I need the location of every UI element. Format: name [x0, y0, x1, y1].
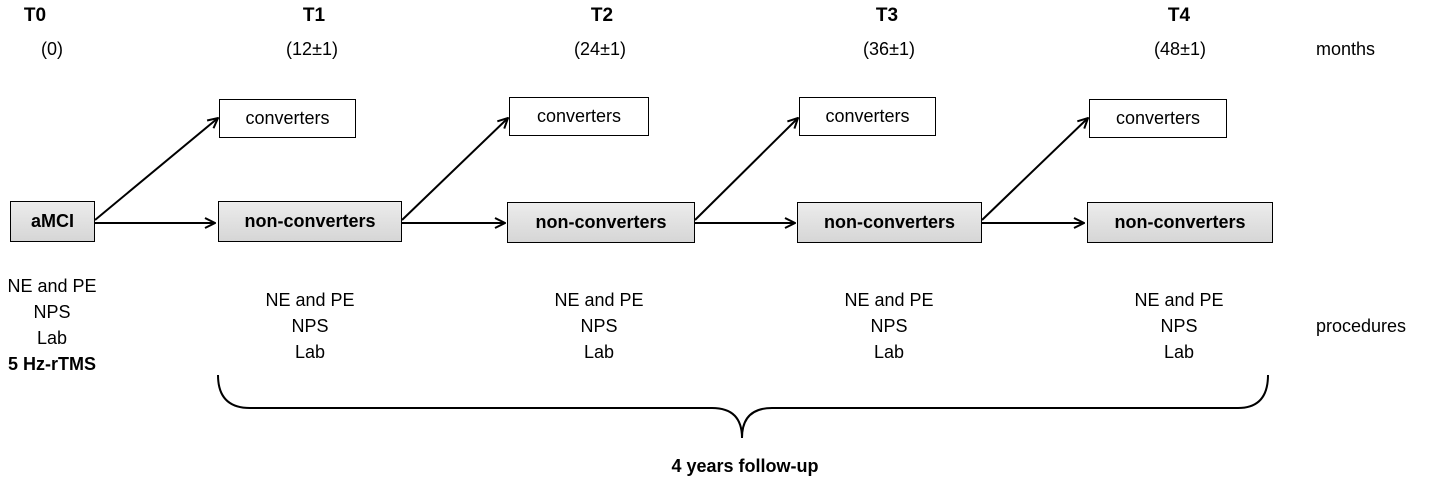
- procedure-item: NPS: [870, 316, 908, 336]
- procedure-item: NE and PE: [1134, 290, 1224, 310]
- followup-label: 4 years follow-up: [671, 456, 819, 476]
- procedure-item: NE and PE: [265, 290, 355, 310]
- followup-brace: [217, 374, 1269, 439]
- procedure-item: NE and PE: [554, 290, 644, 310]
- procedures-T4: NE and PE NPS Lab: [1134, 287, 1223, 365]
- procedure-item: NPS: [580, 316, 618, 336]
- non-converters-box-T3: non-converters: [797, 202, 982, 243]
- procedure-item: Lab: [1163, 342, 1195, 362]
- non-converters-box-T2: non-converters: [507, 202, 695, 243]
- arrow-T2-to-conv-T3: [694, 118, 798, 221]
- months-T1: (12±1): [286, 39, 338, 59]
- converters-box-T4: converters: [1089, 99, 1227, 138]
- row-label-procedures: procedures: [1316, 316, 1407, 336]
- procedure-item: Lab: [294, 342, 326, 362]
- procedure-item: Lab: [36, 328, 68, 348]
- timepoint-T3: T3: [875, 5, 899, 26]
- procedures-T0: NE and PE NPS Lab 5 Hz-rTMS: [7, 273, 96, 377]
- procedure-item: NPS: [291, 316, 329, 336]
- timepoint-T0: T0: [23, 5, 47, 26]
- months-T4: (48±1): [1154, 39, 1206, 59]
- procedure-item: NE and PE: [7, 276, 97, 296]
- converters-box-T3: converters: [799, 97, 936, 136]
- arrow-aMCI-to-conv-T1: [94, 118, 218, 221]
- row-label-months: months: [1316, 39, 1376, 59]
- aMCI-box: aMCI: [10, 201, 95, 242]
- procedure-item: NPS: [1160, 316, 1198, 336]
- procedure-item: NE and PE: [844, 290, 934, 310]
- timepoint-T2: T2: [590, 5, 614, 26]
- procedures-T1: NE and PE NPS Lab: [265, 287, 354, 365]
- procedure-item: Lab: [873, 342, 905, 362]
- procedures-T2: NE and PE NPS Lab: [554, 287, 643, 365]
- timepoint-T1: T1: [302, 5, 326, 26]
- procedure-item: 5 Hz-rTMS: [7, 354, 96, 374]
- arrow-T3-to-conv-T4: [981, 118, 1088, 221]
- procedure-item: Lab: [583, 342, 615, 362]
- months-T2: (24±1): [574, 39, 626, 59]
- procedures-T3: NE and PE NPS Lab: [844, 287, 933, 365]
- converters-box-T1: converters: [219, 99, 356, 138]
- arrow-T1-to-conv-T2: [401, 118, 508, 221]
- months-T3: (36±1): [863, 39, 915, 59]
- procedure-item: NPS: [33, 302, 71, 322]
- months-T0: (0): [41, 39, 63, 59]
- non-converters-box-T1: non-converters: [218, 201, 402, 242]
- non-converters-box-T4: non-converters: [1087, 202, 1273, 243]
- converters-box-T2: converters: [509, 97, 649, 136]
- timepoint-T4: T4: [1167, 5, 1191, 26]
